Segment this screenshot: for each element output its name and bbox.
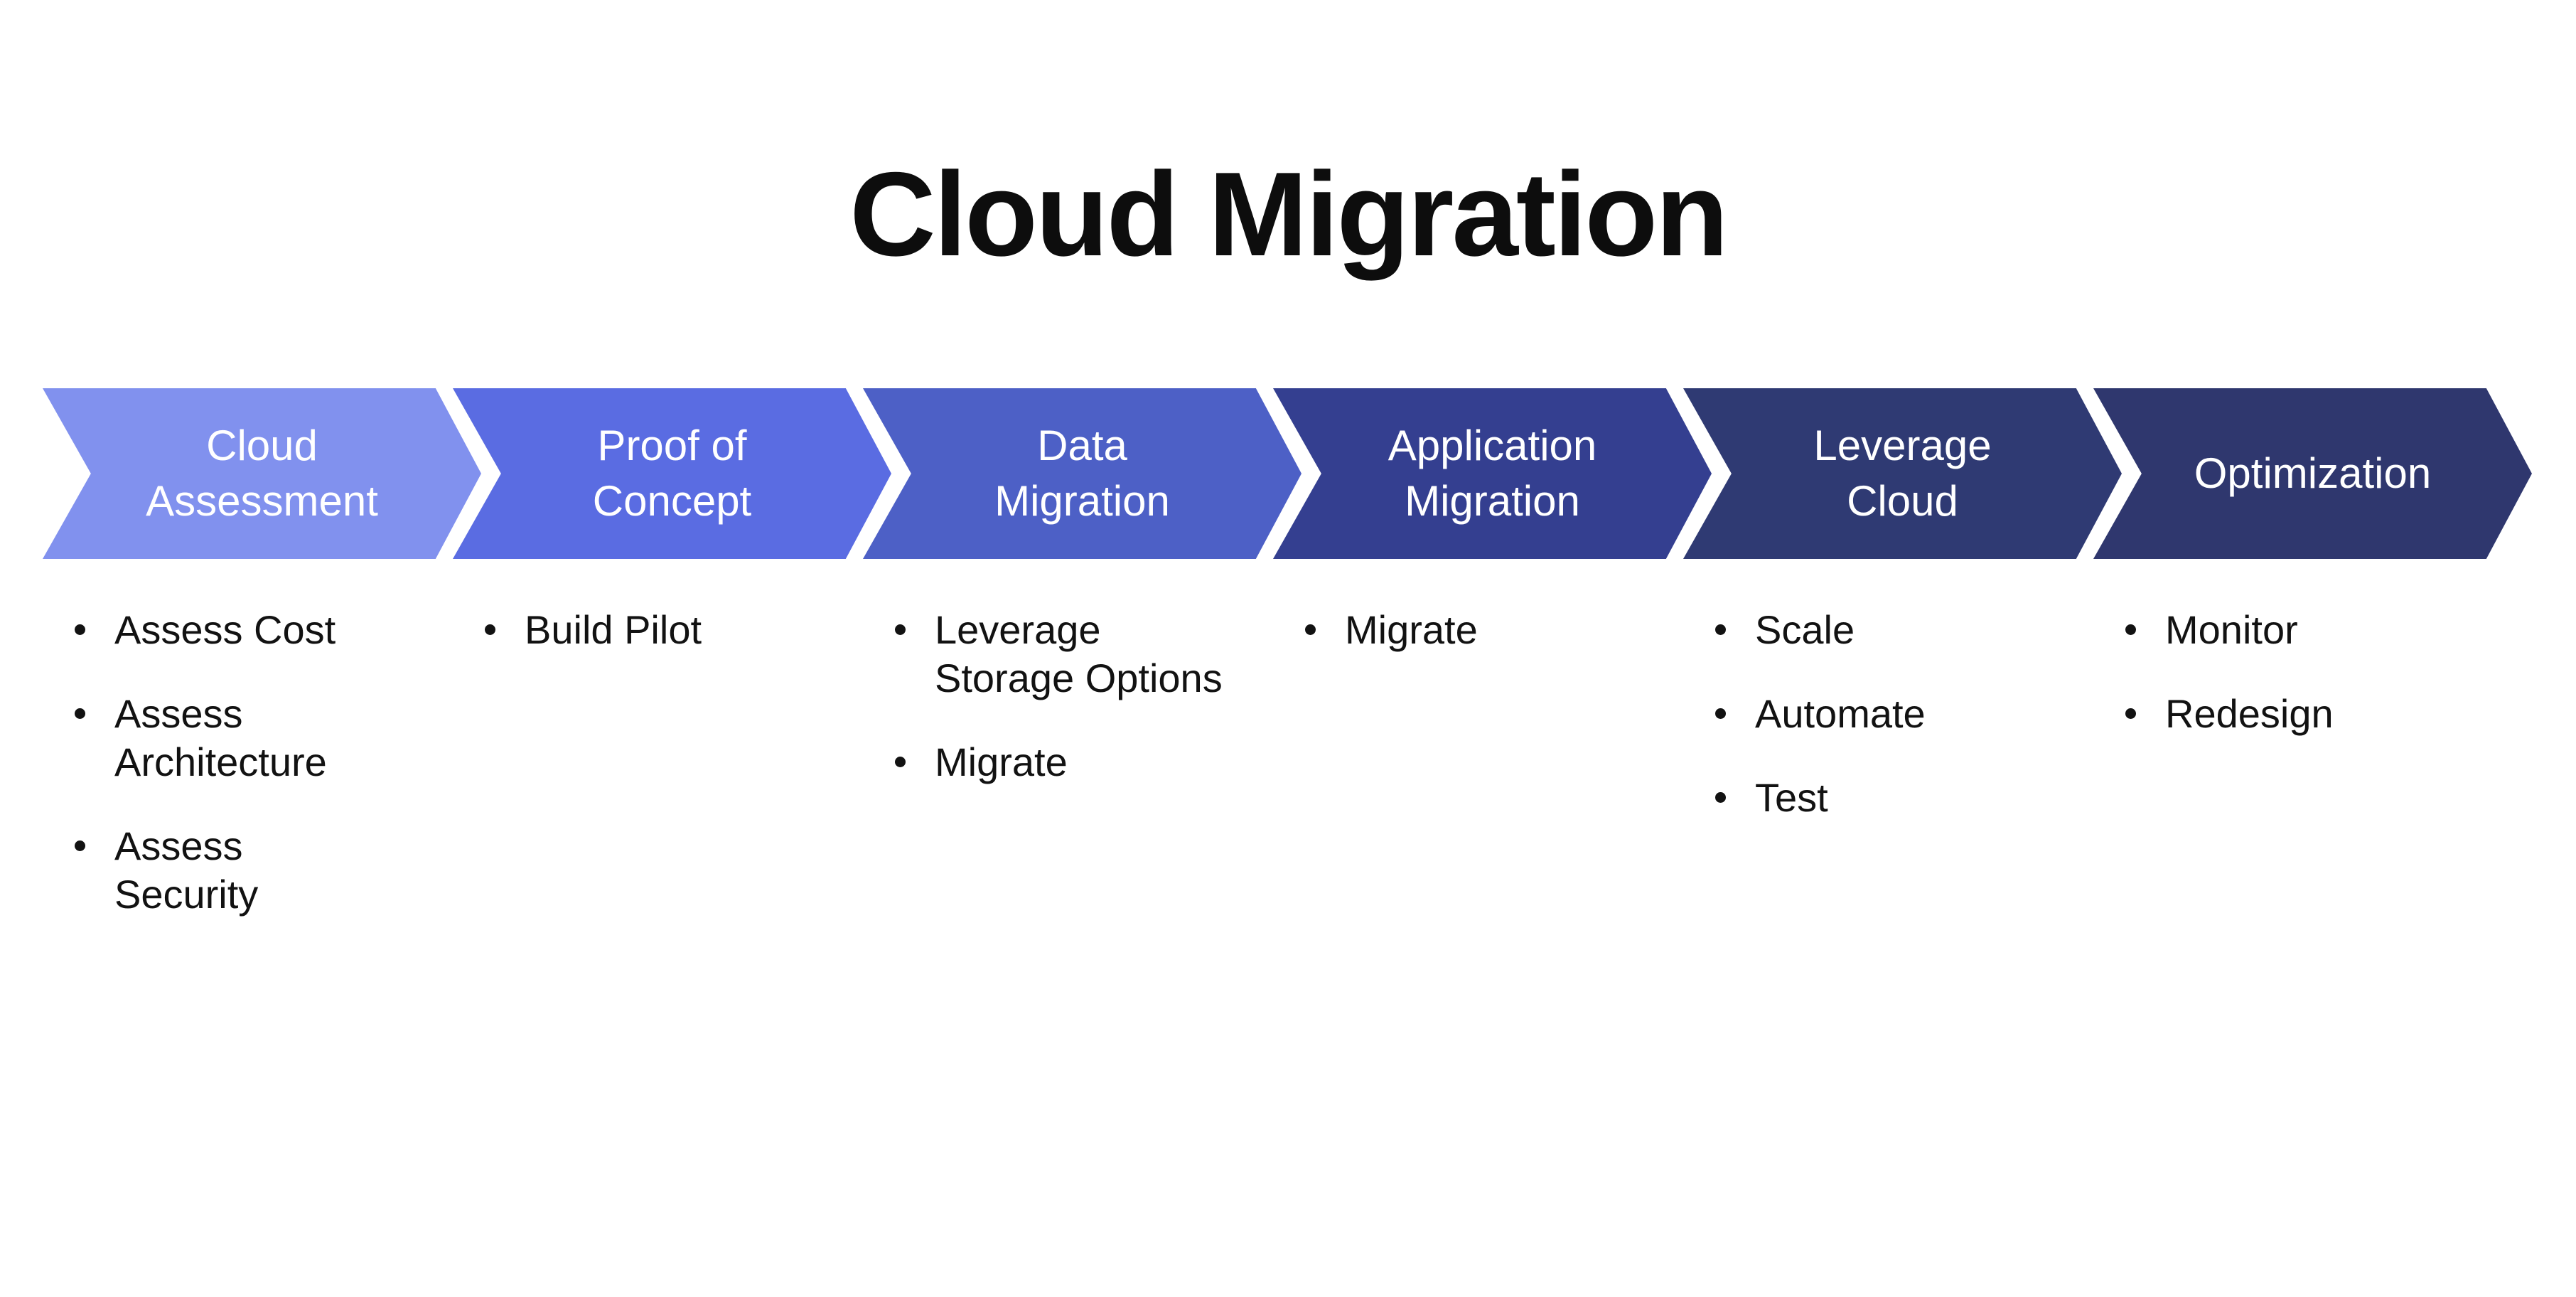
bullet-icon (2125, 708, 2136, 719)
bullet-text: Migrate (935, 740, 1068, 784)
notes-application-migration: Migrate (1305, 606, 1703, 690)
bullet-icon (75, 840, 85, 851)
stage-label-line: Migration (994, 477, 1170, 525)
bullet-text: Test (1755, 775, 1828, 820)
bullet-item: Automate (1715, 690, 2113, 738)
stage-label: Application Migration (1388, 418, 1597, 529)
notes-proof-of-concept: Build Pilot (485, 606, 883, 690)
bullet-icon (895, 757, 906, 767)
bullet-icon (75, 708, 85, 719)
bullet-text: Monitor (2165, 607, 2298, 652)
stage-label-line: Concept (592, 477, 752, 525)
bullet-item: Scale (1715, 606, 2113, 654)
bullet-icon (485, 624, 495, 635)
stage-label: Optimization (2194, 446, 2431, 501)
bullet-text: Leverage (935, 607, 1101, 652)
stage-chevron-proof-of-concept: Proof of Concept (453, 388, 891, 559)
bullet-icon (1715, 624, 1726, 635)
stage-label-line: Assessment (146, 477, 378, 525)
bullet-text: Build Pilot (525, 607, 702, 652)
stage-label-line: Leverage (1813, 422, 1992, 469)
bullet-item: Redesign (2125, 690, 2523, 738)
notes-leverage-cloud: Scale Automate Test (1715, 606, 2113, 858)
bullet-item: Build Pilot (485, 606, 883, 654)
stage-label-line: Cloud (206, 422, 318, 469)
stage-chevron-optimization: Optimization (2093, 388, 2532, 559)
bullet-item: Migrate (1305, 606, 1703, 654)
stage-label-line: Migration (1405, 477, 1580, 525)
stage-label-line: Application (1388, 422, 1597, 469)
bullet-icon (895, 624, 906, 635)
stage-chevron-leverage-cloud: Leverage Cloud (1683, 388, 2122, 559)
bullet-text: Scale (1755, 607, 1855, 652)
stage-label-line: Proof of (597, 422, 747, 469)
stage-label: Leverage Cloud (1813, 418, 1991, 529)
stage-label: Proof of Concept (593, 418, 751, 529)
bullet-item: Assess Security (75, 822, 473, 919)
bullet-text: Migrate (1345, 607, 1478, 652)
stage-chevron-cloud-assessment: Cloud Assessment (43, 388, 481, 559)
bullet-item: Assess Cost (75, 606, 473, 654)
bullet-icon (1305, 624, 1316, 635)
notes-data-migration: Leverage Storage Options Migrate (895, 606, 1293, 822)
bullet-text: Assess (114, 823, 243, 868)
process-flow-band: Cloud Assessment Proof of Concept Data M… (0, 388, 2576, 559)
bullet-item: Migrate (895, 738, 1293, 786)
bullet-text: Automate (1755, 691, 1926, 736)
bullet-item: Monitor (2125, 606, 2523, 654)
page-title: Cloud Migration (849, 146, 1728, 281)
bullet-text: Redesign (2165, 691, 2334, 736)
bullet-icon (1715, 708, 1726, 719)
stage-label-line: Optimization (2194, 449, 2432, 497)
bullet-icon (75, 624, 85, 635)
stage-label: Cloud Assessment (146, 418, 378, 529)
stage-chevron-data-migration: Data Migration (863, 388, 1302, 559)
bullet-item: Assess Architecture (75, 690, 473, 786)
bullet-text: Architecture (114, 740, 327, 784)
bullet-item: Leverage Storage Options (895, 606, 1293, 703)
bullet-text: Security (114, 872, 259, 917)
stage-label-line: Cloud (1847, 477, 1958, 525)
stage-label-line: Data (1037, 422, 1127, 469)
bullet-text: Assess Cost (114, 607, 336, 652)
bullet-icon (1715, 792, 1726, 803)
notes-optimization: Monitor Redesign (2125, 606, 2523, 774)
bullet-icon (2125, 624, 2136, 635)
bullet-item: Test (1715, 774, 2113, 822)
stage-label: Data Migration (994, 418, 1170, 529)
notes-cloud-assessment: Assess Cost Assess Architecture Assess S… (75, 606, 473, 954)
stage-chevron-application-migration: Application Migration (1273, 388, 1712, 559)
bullet-text: Storage Options (935, 656, 1223, 700)
bullet-text: Assess (114, 691, 243, 736)
